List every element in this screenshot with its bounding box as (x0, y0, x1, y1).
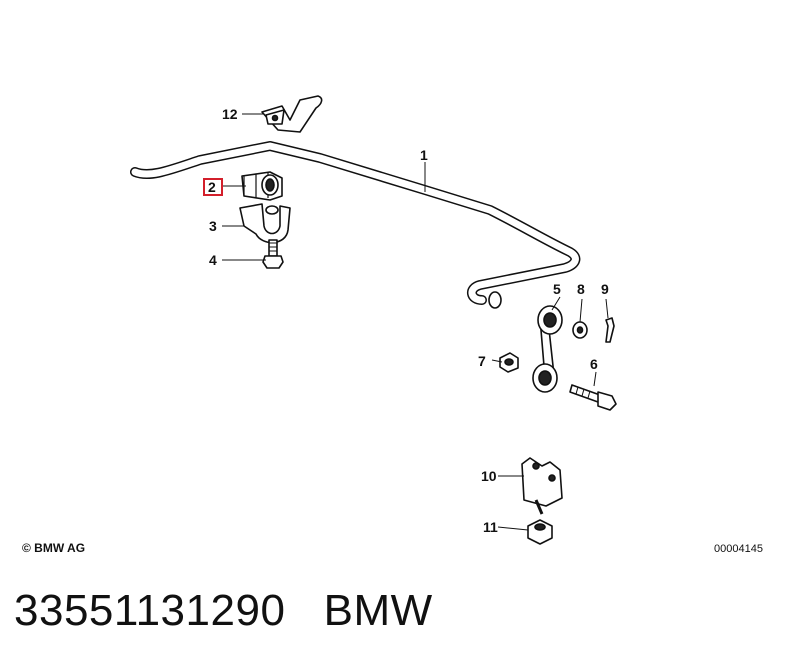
callout-6: 6 (590, 356, 598, 372)
hex-nut-11 (527, 519, 553, 545)
callout-10: 10 (481, 468, 497, 484)
callout-7: 7 (478, 353, 486, 369)
bracket-12 (261, 95, 323, 133)
copyright-notice: © BMW AG (22, 541, 86, 555)
callout-11: 11 (483, 519, 498, 535)
callout-12: 12 (222, 106, 238, 122)
caption: 33551131290 BMW (14, 586, 433, 636)
washer-8 (572, 321, 588, 339)
bolt-6 (569, 384, 617, 411)
bracket-10 (521, 457, 563, 515)
callout-2: 2 (208, 179, 216, 195)
callout-2-highlight (203, 178, 223, 196)
stabilizer-bar (130, 141, 581, 309)
callout-5: 5 (553, 281, 561, 297)
callout-4: 4 (209, 252, 217, 268)
cotter-pin-9 (605, 317, 615, 343)
brand-name: BMW (323, 586, 433, 635)
rubber-mounting-2 (241, 171, 283, 201)
part-number: 33551131290 (14, 586, 286, 635)
link-rod-5 (532, 305, 563, 393)
callout-1: 1 (420, 147, 428, 163)
bolt-4 (262, 239, 284, 269)
clamp-3 (239, 203, 291, 244)
callout-8: 8 (577, 281, 585, 297)
callout-9: 9 (601, 281, 609, 297)
diagram-id: 00004145 (714, 543, 763, 555)
nut-7 (499, 352, 519, 373)
callout-3: 3 (209, 218, 217, 234)
leader-lines (222, 113, 609, 531)
